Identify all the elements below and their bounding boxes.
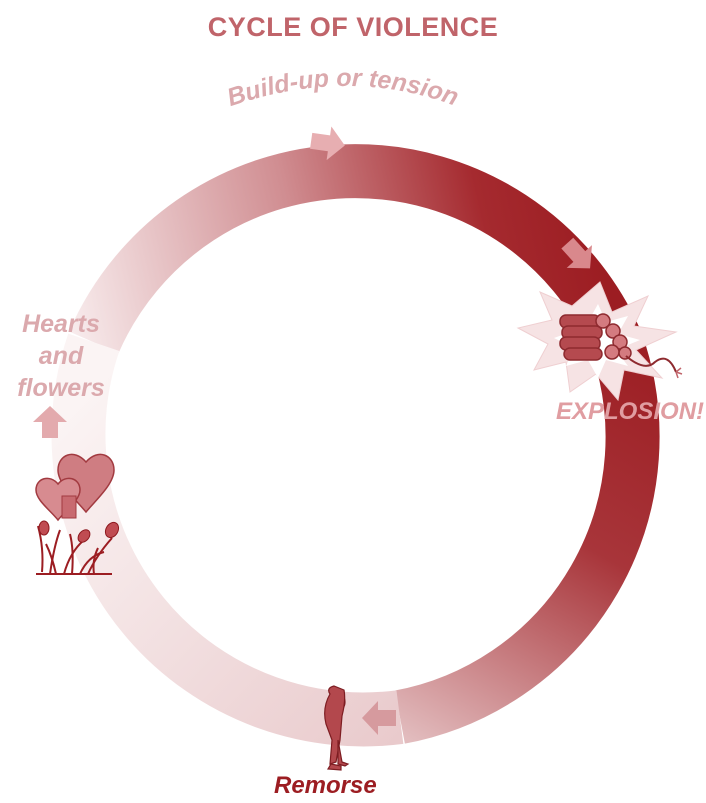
flow-arrow-icon [362, 701, 396, 735]
hearts-and-flowers-icon [35, 453, 120, 575]
hearts-label-line: flowers [17, 374, 105, 402]
diagram-title: CYCLE OF VIOLENCE [207, 12, 499, 42]
bowed-figure-icon [324, 685, 350, 771]
flow-arrow-icon [33, 406, 67, 438]
dynamite-explosion-icon [516, 281, 683, 402]
tension-label: Build-up or tension [224, 64, 462, 112]
remorse-label: Remorse [274, 772, 377, 799]
hearts-and-flowers-label: Hearts and flowers [6, 308, 116, 404]
hearts-label-line: and [38, 342, 84, 370]
cycle-ring [51, 144, 660, 747]
flow-arrow-icon [561, 237, 592, 269]
explosion-label: EXPLOSION! [556, 398, 705, 425]
flow-arrow-icon [310, 126, 345, 161]
hearts-label-line: Hearts [22, 310, 100, 338]
